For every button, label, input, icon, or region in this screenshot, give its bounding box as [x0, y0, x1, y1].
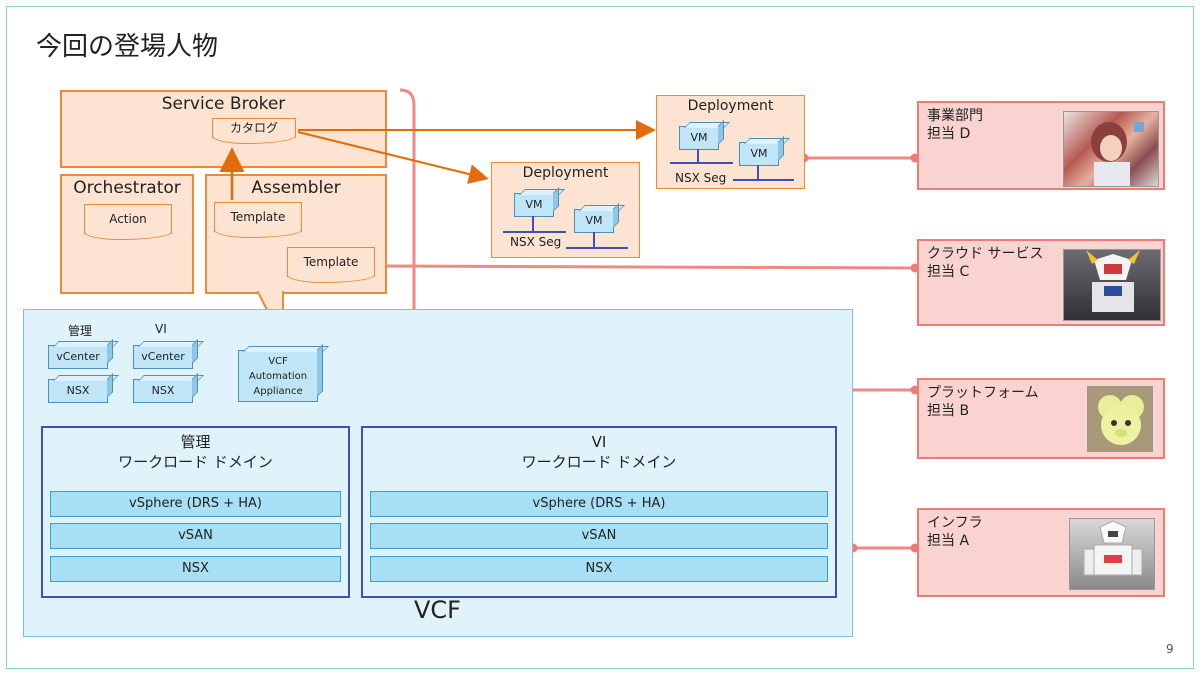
appliance-line-3: Appliance	[253, 386, 303, 397]
action-doc: Action	[84, 204, 172, 240]
role-business-owner: 担当 D	[927, 126, 971, 142]
vi-nsx-layer: NSX	[370, 556, 828, 582]
role-cloud-text: クラウド サービス 担当 C	[927, 245, 1043, 281]
deployment-large-seg: NSX Seg	[675, 171, 727, 185]
role-platform-name: プラットフォーム	[927, 385, 1039, 401]
vi-vsphere-layer: vSphere (DRS + HA)	[370, 491, 828, 517]
role-infra-owner: 担当 A	[927, 533, 970, 549]
role-box-cloud-service: クラウド サービス 担当 C	[917, 239, 1165, 326]
deployment-small-vm-1: VM	[514, 193, 554, 217]
vcf-automation-appliance: VCF Automation Appliance	[238, 350, 318, 402]
mgmt-domain-title-2: ワークロード ドメイン	[118, 453, 273, 471]
service-broker-title: Service Broker	[161, 94, 286, 114]
role-box-business: 事業部門 担当 D	[917, 101, 1165, 190]
template-doc-1: Template	[214, 202, 302, 238]
role-platform-text: プラットフォーム 担当 B	[927, 384, 1039, 420]
mgmt-nsx-label: NSX	[66, 384, 90, 397]
vi-nsx-label: NSX	[151, 384, 175, 397]
role-platform-owner: 担当 B	[927, 403, 970, 419]
deployment-small-vm-2: VM	[574, 209, 614, 233]
role-business-name: 事業部門	[927, 108, 983, 124]
robot-figure-photo	[1086, 250, 1140, 312]
role-box-infra: インフラ 担当 A	[917, 508, 1165, 597]
deployment-small-seg: NSX Seg	[510, 235, 562, 249]
figure-photo-robot	[1063, 249, 1161, 321]
mgmt-vsan-layer: vSAN	[50, 523, 341, 549]
vi-domain-title-2: ワークロード ドメイン	[521, 453, 677, 471]
vi-vcenter-label: vCenter	[141, 350, 185, 363]
role-infra-name: インフラ	[927, 515, 983, 531]
mgmt-vcenter: vCenter	[48, 345, 108, 369]
template-doc-2: Template	[287, 247, 375, 283]
mgmt-label: 管理	[68, 324, 93, 338]
mgmt-nsx-layer: NSX	[50, 556, 341, 582]
role-box-platform: プラットフォーム 担当 B	[917, 378, 1165, 459]
deployment-small-title: Deployment	[522, 165, 609, 181]
deployment-box-small: Deployment VM VM NSX Seg	[491, 162, 640, 258]
deployment-large-vm-1: VM	[679, 126, 719, 150]
vm-label: VM	[585, 214, 603, 227]
vm-label: VM	[750, 147, 768, 160]
vi-vcenter: vCenter	[133, 345, 193, 369]
bear-figure-photo	[1098, 395, 1144, 445]
appliance-line-1: VCF	[268, 356, 288, 367]
deployment-large-vm-2: VM	[739, 142, 779, 166]
vi-workload-domain: VI ワークロード ドメイン vSphere (DRS + HA) vSAN N…	[361, 426, 837, 598]
page-number: 9	[1166, 642, 1174, 656]
mgmt-nsx: NSX	[48, 379, 108, 403]
figure-photo-white-robot	[1069, 518, 1155, 590]
slide-title: 今回の登場人物	[36, 32, 219, 62]
vi-vsan-layer: vSAN	[370, 523, 828, 549]
vi-label: VI	[155, 322, 167, 336]
vm-label: VM	[525, 198, 543, 211]
role-infra-text: インフラ 担当 A	[927, 514, 983, 550]
role-business-text: 事業部門 担当 D	[927, 107, 983, 143]
role-cloud-owner: 担当 C	[927, 264, 970, 280]
mgmt-vsphere-layer: vSphere (DRS + HA)	[50, 491, 341, 517]
appliance-line-2: Automation	[248, 371, 308, 382]
vi-domain-title-1: VI	[591, 433, 607, 451]
vcf-panel: 管理 VI vCenter NSX vCenter NSX VCF Automa…	[23, 309, 853, 637]
vm-label: VM	[690, 131, 708, 144]
vi-nsx: NSX	[133, 379, 193, 403]
mgmt-vcenter-label: vCenter	[56, 350, 100, 363]
deployment-large-title: Deployment	[687, 98, 774, 114]
orchestrator-title: Orchestrator	[73, 178, 181, 198]
anime-figure-photo	[1091, 122, 1144, 186]
figure-photo-bear	[1087, 386, 1153, 452]
catalog-doc: カタログ	[212, 118, 296, 144]
role-cloud-name: クラウド サービス	[927, 246, 1044, 262]
slide-frame	[6, 6, 1194, 669]
mgmt-domain-title-1: 管理	[180, 433, 211, 451]
mgmt-workload-domain: 管理 ワークロード ドメイン vSphere (DRS + HA) vSAN N…	[41, 426, 350, 598]
deployment-box-large: Deployment VM VM NSX Seg	[656, 95, 805, 189]
vcf-label: VCF	[414, 596, 461, 624]
figure-photo-pink-hair	[1063, 111, 1159, 187]
assembler-title: Assembler	[251, 178, 341, 198]
white-robot-figure-photo	[1083, 520, 1143, 576]
